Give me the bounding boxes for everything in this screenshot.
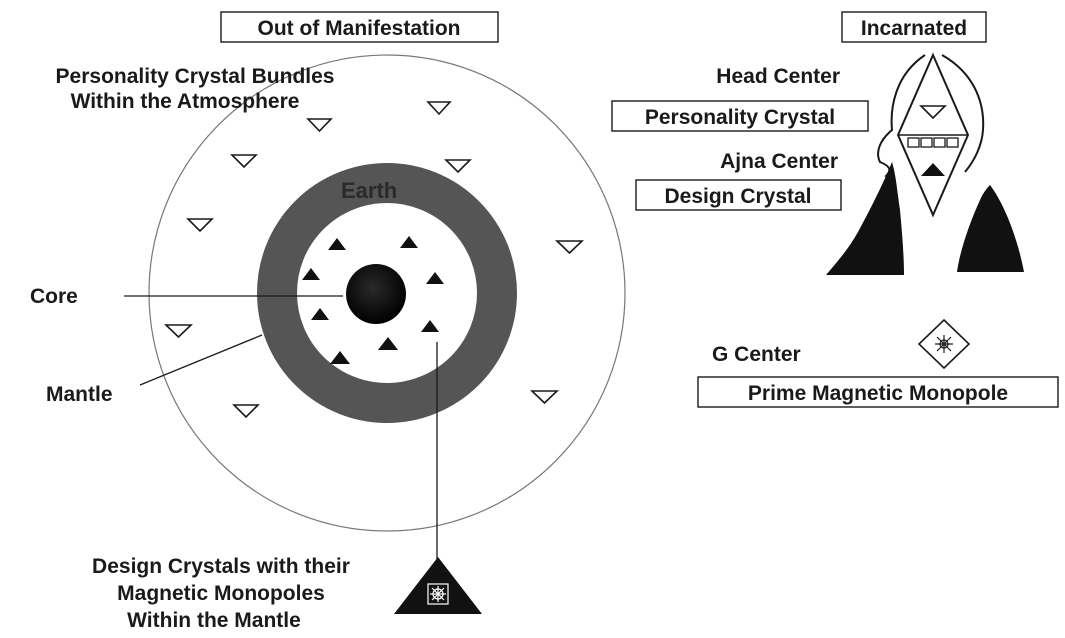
design-crystal-label: Design Crystal <box>664 185 811 208</box>
out-of-manifestation-title: Out of Manifestation <box>258 17 461 40</box>
core-label: Core <box>30 285 78 308</box>
hollow-triangle-icon <box>557 241 582 253</box>
solid-triangle-icon <box>328 238 346 250</box>
g-center-symbol <box>919 320 969 368</box>
personality-bundles-label-line1: Personality Crystal Bundles <box>56 65 335 88</box>
ajna-center-label: Ajna Center <box>720 150 838 173</box>
earth-label: Earth <box>341 178 397 203</box>
solid-triangle-icon <box>330 351 350 364</box>
solid-triangle-icon <box>426 272 444 284</box>
design-crystals-label-line2: Magnetic Monopoles <box>117 582 325 605</box>
hollow-triangle-icon <box>232 155 256 167</box>
hollow-triangle-icon <box>308 119 331 131</box>
incarnated-diagram: Incarnated <box>612 12 1058 407</box>
right-shoulder-shape <box>957 185 1024 272</box>
head-ajna-diamond <box>898 55 968 215</box>
personality-crystal-label: Personality Crystal <box>645 106 835 129</box>
incarnated-title: Incarnated <box>861 17 967 40</box>
hollow-triangle-icon <box>234 405 258 417</box>
hollow-triangle-icon <box>188 219 212 231</box>
monopole-icon <box>935 335 953 353</box>
solid-triangle-icon <box>311 308 329 320</box>
mantle-label: Mantle <box>46 383 113 406</box>
design-crystals-label-line1: Design Crystals with their <box>92 555 350 578</box>
prime-monopole-label: Prime Magnetic Monopole <box>748 382 1008 405</box>
solid-triangle-icon <box>302 268 320 280</box>
left-shoulder-shape <box>826 162 904 275</box>
large-solid-triangle-icon <box>394 557 482 614</box>
solid-triangle-icon <box>378 337 398 350</box>
hollow-triangle-icon <box>166 325 191 337</box>
personality-crystal-bundles <box>166 102 582 417</box>
earth-diagram: Earth <box>30 12 625 632</box>
core-circle <box>346 264 406 324</box>
hollow-triangle-icon <box>446 160 470 172</box>
head-center-label: Head Center <box>716 65 840 88</box>
design-crystal-monopole <box>394 557 482 614</box>
solid-triangle-icon <box>421 320 439 332</box>
hollow-triangle-icon <box>532 391 557 403</box>
design-crystals-label-line3: Within the Mantle <box>127 609 301 632</box>
g-center-label: G Center <box>712 343 801 366</box>
solid-triangle-icon <box>400 236 418 248</box>
personality-bundles-label-line2: Within the Atmosphere <box>71 90 300 113</box>
hollow-triangle-icon <box>428 102 450 114</box>
